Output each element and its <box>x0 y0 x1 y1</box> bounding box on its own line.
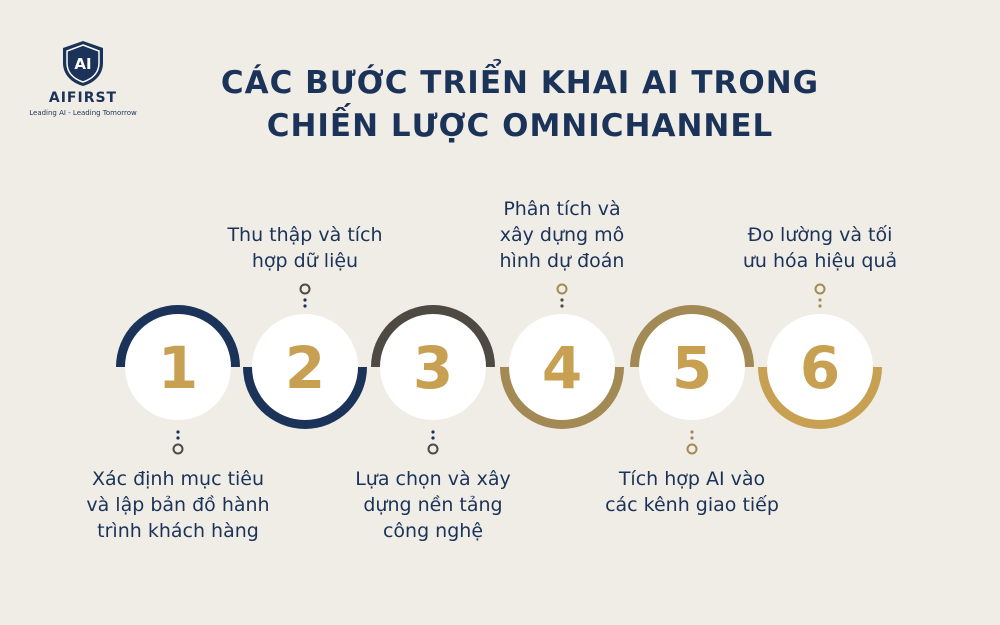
step-4-label: Phân tích và xây dựng mô hình dự đoán <box>452 196 672 274</box>
step-3-label: Lựa chọn và xây dựng nền tảng công nghệ <box>323 466 543 544</box>
step-4-connector-ring <box>556 283 568 295</box>
step-2-dot-2 <box>303 304 307 308</box>
brand-tagline: Leading AI - Leading Tomorrow <box>29 109 137 117</box>
step-3-connector-ring <box>427 443 439 455</box>
step-1-label-line: trình khách hàng <box>97 520 259 542</box>
step-5-number: 5 <box>672 334 712 402</box>
step-4-dot-1 <box>560 298 564 302</box>
step-4-label-line: xây dựng mô <box>499 224 625 246</box>
step-1-dot-2 <box>176 436 180 440</box>
step-4-number: 4 <box>542 334 582 402</box>
step-2-circle <box>252 314 358 420</box>
step-5-circle <box>639 314 745 420</box>
step-5-label-line: các kênh giao tiếp <box>605 494 779 516</box>
step-1-connector-ring <box>172 443 184 455</box>
step-5-label: Tích hợp AI vào các kênh giao tiếp <box>582 466 802 518</box>
step-2-label-line: hợp dữ liệu <box>251 250 359 272</box>
step-5-connector-ring <box>686 443 698 455</box>
step-5-dot-2 <box>690 436 694 440</box>
step-1-number: 1 <box>158 334 198 402</box>
step-3-label-line: dựng nền tảng <box>363 494 503 516</box>
step-6-label-line: ưu hóa hiệu quả <box>742 250 898 272</box>
step-5-label-line: Tích hợp AI vào <box>618 468 766 490</box>
step-3-number: 3 <box>413 334 453 402</box>
step-6-dot-2 <box>818 304 822 308</box>
step-3-label-line: công nghệ <box>382 520 484 542</box>
step-3-dot-1 <box>431 430 435 434</box>
step-2-connector-ring <box>299 283 311 295</box>
step-4-circle <box>509 314 615 420</box>
logo-initials: AI <box>74 55 91 73</box>
brand-name: AIFIRST <box>48 90 118 106</box>
step-3-dot-2 <box>431 436 435 440</box>
step-4-label-line: hình dự đoán <box>499 250 625 272</box>
page-title: CÁC BƯỚC TRIỂN KHAI AI TRONG CHIẾN LƯỢC … <box>170 62 870 148</box>
step-1-label-line: và lập bản đồ hành <box>86 494 270 516</box>
step-1-label: Xác định mục tiêu và lập bản đồ hành trình… <box>68 466 288 544</box>
brand-logo: AI AIFIRST Leading AI - Leading Tomorrow <box>28 38 138 117</box>
step-3-circle <box>380 314 486 420</box>
shield-logo-icon: AI <box>63 41 103 86</box>
step-4-dot-2 <box>560 304 564 308</box>
step-1-label-line: Xác định mục tiêu <box>91 468 265 490</box>
step-2-dot-1 <box>303 298 307 302</box>
title-line-1: CÁC BƯỚC TRIỂN KHAI AI TRONG <box>220 65 820 101</box>
step-6-dot-1 <box>818 298 822 302</box>
step-2-label: Thu thập và tích hợp dữ liệu <box>195 222 415 274</box>
step-2-number: 2 <box>285 334 325 402</box>
step-3-label-line: Lựa chọn và xây <box>355 468 511 490</box>
step-4-label-line: Phân tích và <box>503 198 621 220</box>
step-6-number: 6 <box>800 334 840 402</box>
step-1-circle <box>125 314 231 420</box>
step-6-circle <box>767 314 873 420</box>
step-6-connector-ring <box>814 283 826 295</box>
step-6-label-line: Đo lường và tối <box>747 224 893 246</box>
step-2-label-line: Thu thập và tích <box>227 224 383 246</box>
step-5-dot-1 <box>690 430 694 434</box>
step-6-label: Đo lường và tối ưu hóa hiệu quả <box>710 222 930 274</box>
title-line-2: CHIẾN LƯỢC OMNICHANNEL <box>266 108 774 144</box>
step-1-dot-1 <box>176 430 180 434</box>
